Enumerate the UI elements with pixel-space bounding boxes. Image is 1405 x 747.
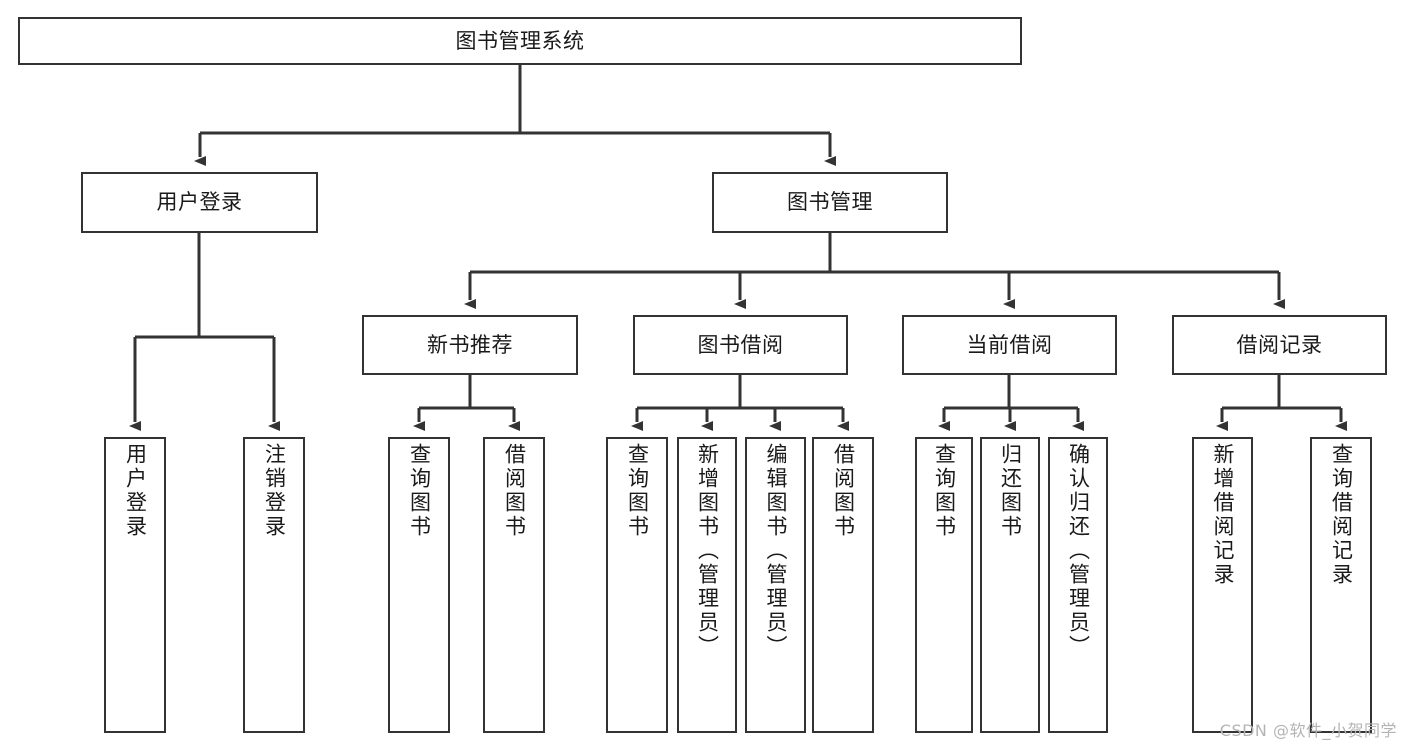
node-leaf-query-book-3-label: 查询图书: [932, 443, 957, 539]
node-leaf-query-book-1[interactable]: 查询图书: [388, 437, 450, 733]
node-leaf-edit-book[interactable]: 编辑图书（管理员）: [745, 437, 806, 733]
node-leaf-return-book[interactable]: 归还图书: [980, 437, 1040, 733]
node-root[interactable]: 图书管理系统: [18, 17, 1022, 65]
node-user-login-label: 用户登录: [156, 190, 243, 215]
node-book-manage-label: 图书管理: [787, 190, 873, 215]
node-book-borrow-label: 图书借阅: [697, 332, 784, 357]
node-leaf-query-record-label: 查询借阅记录: [1329, 443, 1354, 587]
node-leaf-borrow-book-1[interactable]: 借阅图书: [483, 437, 545, 733]
node-leaf-return-book-label: 归还图书: [998, 443, 1023, 539]
node-borrow-record[interactable]: 借阅记录: [1172, 315, 1387, 375]
node-root-label: 图书管理系统: [455, 28, 585, 53]
node-leaf-user-logout-label: 注销登录: [262, 443, 287, 539]
node-leaf-confirm-return[interactable]: 确认归还（管理员）: [1048, 437, 1108, 733]
node-leaf-add-record-label: 新增借阅记录: [1211, 443, 1235, 587]
node-leaf-query-book-3[interactable]: 查询图书: [915, 437, 973, 733]
node-leaf-user-logout[interactable]: 注销登录: [243, 437, 305, 733]
node-leaf-add-record[interactable]: 新增借阅记录: [1192, 437, 1253, 733]
node-borrow-record-label: 借阅记录: [1236, 332, 1323, 357]
node-current-borrow[interactable]: 当前借阅: [902, 315, 1117, 375]
node-leaf-query-book-2-label: 查询图书: [625, 443, 650, 539]
node-new-book-recommend[interactable]: 新书推荐: [362, 315, 578, 375]
node-new-book-recommend-label: 新书推荐: [427, 332, 513, 357]
node-leaf-user-login[interactable]: 用户登录: [104, 437, 166, 733]
node-leaf-user-login-label: 用户登录: [123, 443, 148, 539]
node-leaf-edit-book-label: 编辑图书（管理员）: [764, 443, 788, 659]
node-current-borrow-label: 当前借阅: [966, 332, 1053, 357]
node-leaf-borrow-book-1-label: 借阅图书: [502, 443, 527, 539]
node-leaf-add-book[interactable]: 新增图书（管理员）: [677, 437, 737, 733]
node-leaf-confirm-return-label: 确认归还（管理员）: [1066, 443, 1091, 659]
node-leaf-borrow-book-2-label: 借阅图书: [831, 443, 856, 539]
node-leaf-query-record[interactable]: 查询借阅记录: [1310, 437, 1372, 733]
node-leaf-borrow-book-2[interactable]: 借阅图书: [812, 437, 874, 733]
node-leaf-query-book-2[interactable]: 查询图书: [606, 437, 668, 733]
node-leaf-query-book-1-label: 查询图书: [407, 443, 432, 539]
csdn-watermark: CSDN @软件_小贺同学: [1219, 721, 1397, 740]
node-user-login[interactable]: 用户登录: [81, 172, 318, 233]
node-book-borrow[interactable]: 图书借阅: [633, 315, 848, 375]
node-book-manage[interactable]: 图书管理: [712, 172, 948, 233]
node-leaf-add-book-label: 新增图书（管理员）: [695, 443, 720, 659]
